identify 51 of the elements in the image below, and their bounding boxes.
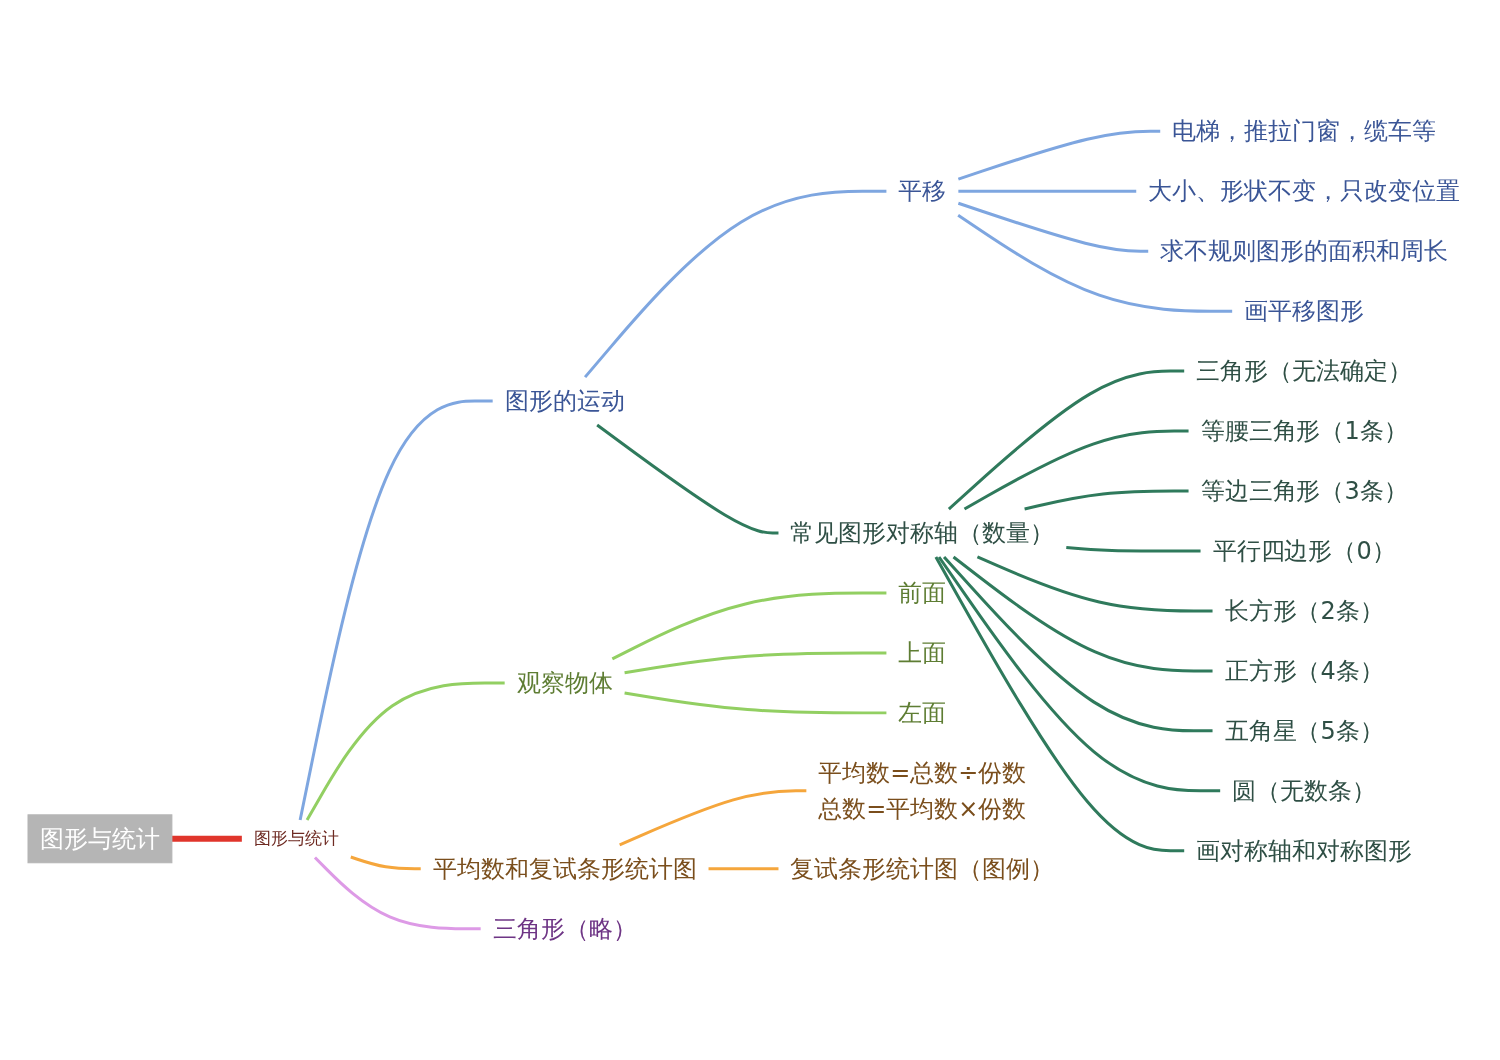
branch-label: 三角形（略） (492, 914, 637, 943)
branch-label: 等腰三角形（1条） (1200, 417, 1408, 446)
branch-line (934, 556, 1185, 853)
branch-line (958, 189, 1137, 193)
branch-line (1024, 489, 1189, 511)
branch-line (957, 213, 1233, 313)
branch-label: 图形与统计 (253, 828, 339, 849)
branch-line (708, 867, 779, 871)
branch-label: 平移 (898, 177, 947, 206)
branch-label: 画平移图形 (1244, 297, 1365, 326)
branch-label: 上面 (898, 638, 947, 667)
branch-label: 圆（无数条） (1232, 776, 1377, 805)
branch-line (583, 189, 887, 379)
branch-line (937, 556, 1221, 793)
branch-label: 五角星（5条） (1224, 716, 1384, 745)
branch-line (942, 555, 1213, 733)
branch-line (298, 399, 493, 821)
branch-line (957, 129, 1161, 181)
branch-line (619, 789, 807, 847)
branch-label: 长方形（2条） (1224, 596, 1384, 625)
branch-line (1066, 545, 1201, 553)
branch-line (624, 651, 887, 675)
branch-label: 常见图形对称轴（数量） (790, 519, 1055, 547)
branch-line (596, 423, 779, 535)
branch-label: 图形的运动 (504, 387, 625, 416)
branch-line (350, 855, 421, 871)
branch-label: 左面 (898, 698, 947, 727)
branch-label: 平均数=总数÷份数 总数=平均数×份数 (818, 758, 1027, 823)
topic-box: 图形与统计 (27, 814, 173, 864)
branch-label: 大小、形状不变，只改变位置 (1148, 177, 1460, 206)
branch-line (611, 591, 887, 661)
branch-line (171, 835, 242, 842)
branch-line (313, 856, 481, 931)
branch-label: 复试条形统计图（图例） (790, 854, 1055, 883)
branch-label: 正方形（4条） (1224, 656, 1384, 685)
branch-label: 三角形（无法确定） (1196, 357, 1413, 386)
branch-label: 观察物体 (516, 668, 613, 697)
branch-line (952, 555, 1213, 673)
branch-line (947, 369, 1185, 511)
branch-label: 前面 (898, 578, 947, 607)
branch-label: 电梯，推拉门窗，缆车等 (1172, 117, 1437, 146)
branch-line (976, 555, 1213, 613)
branch-line (963, 429, 1189, 511)
branch-line (957, 201, 1149, 253)
branch-label: 求不规则图形的面积和周长 (1160, 237, 1448, 266)
branch-label: 平均数和复试条形统计图 (432, 854, 697, 883)
branch-label: 画对称轴和对称图形 (1196, 836, 1413, 865)
branch-line (305, 681, 505, 821)
branch-label: 等边三角形（3条） (1200, 477, 1408, 505)
branch-line (624, 691, 887, 715)
branch-label: 平行四边形（0） (1212, 537, 1396, 565)
